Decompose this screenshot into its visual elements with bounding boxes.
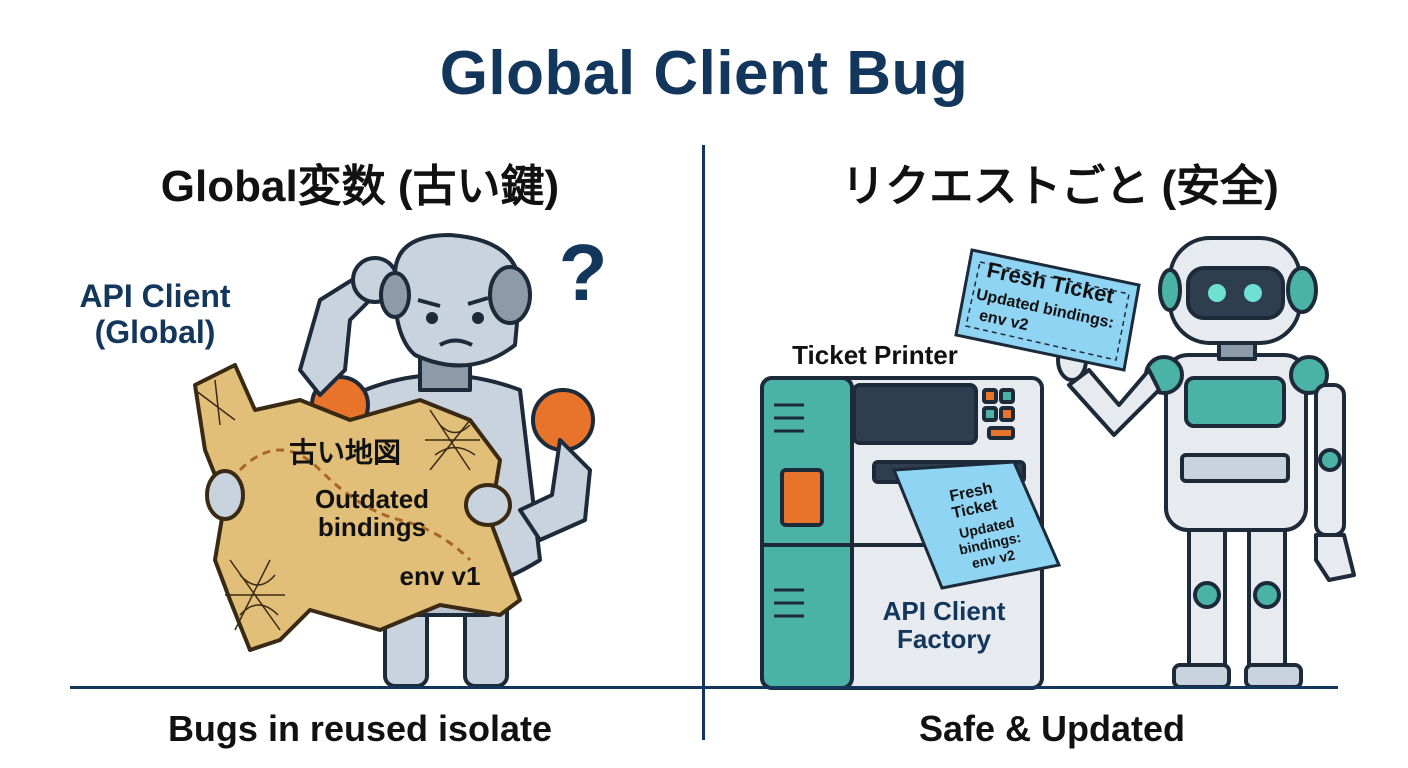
happy-robot [1056, 236, 1356, 689]
question-mark: ? [559, 228, 608, 317]
ticket-printer-label: Ticket Printer [792, 340, 958, 370]
map-line-2: bindings [318, 512, 426, 542]
held-ticket [954, 248, 1141, 372]
ticket-printer [760, 376, 1044, 690]
left-footer: Bugs in reused isolate [167, 708, 553, 749]
factory-label-line1: API Client [882, 596, 1006, 626]
map-line-1: Outdated [315, 484, 429, 514]
main-title: Global Client Bug [439, 39, 969, 108]
old-map [193, 363, 522, 652]
right-footer: Safe & Updated [918, 708, 1186, 749]
right-heading: リクエストごと (安全) [841, 162, 1279, 211]
factory-label-line2: Factory [897, 624, 991, 654]
map-title: 古い地図 [289, 437, 401, 468]
confused-robot-illustration: ? [193, 228, 608, 688]
left-ground-line [70, 686, 702, 689]
robot-eye-right [1244, 284, 1262, 302]
map-line-3: env v1 [400, 561, 481, 591]
robot-eye-left [1208, 284, 1226, 302]
api-client-factory-label: API Client Factory [854, 597, 1034, 653]
left-heading: Global変数 (古い鍵) [160, 162, 560, 211]
ticket-printer-illustration: Fresh Ticket Updated bindings: env v2 [760, 236, 1356, 690]
api-client-label-line2: (Global) [94, 314, 216, 350]
right-ground-line [705, 686, 1338, 689]
center-divider [702, 145, 705, 740]
printed-ticket [891, 460, 1062, 590]
api-client-global-label: API Client (Global) [60, 278, 250, 350]
api-client-label-line1: API Client [79, 278, 231, 314]
